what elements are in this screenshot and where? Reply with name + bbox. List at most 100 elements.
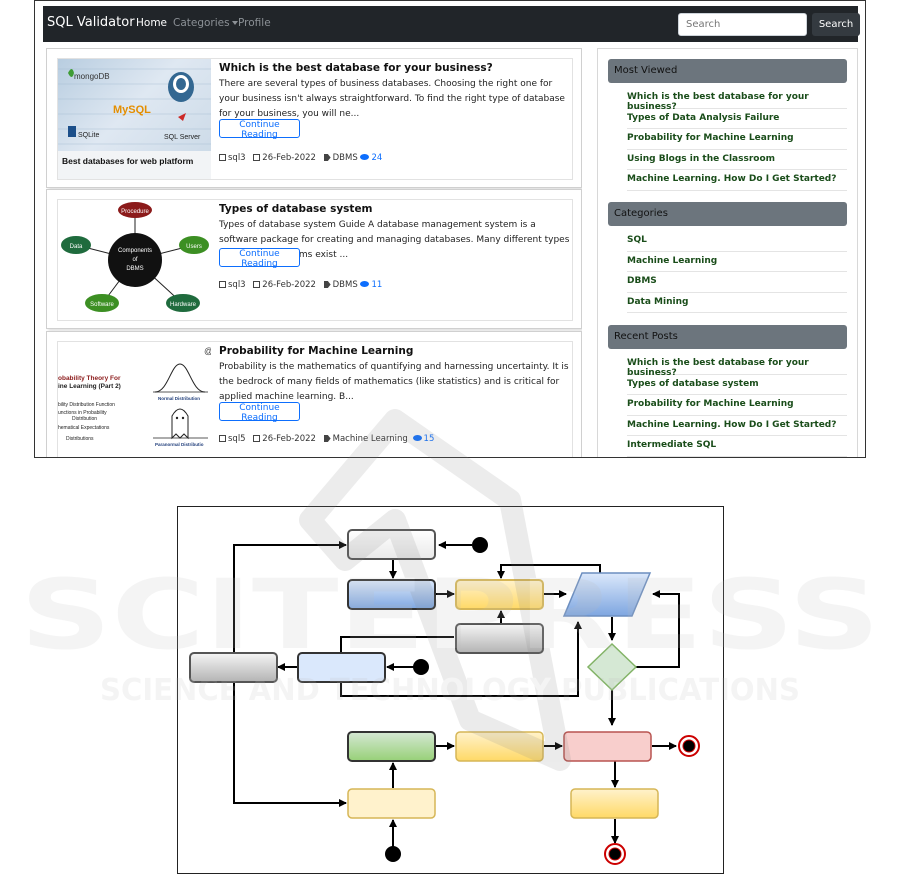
- most-viewed-item[interactable]: Probability for Machine Learning: [627, 129, 847, 150]
- svg-text:Components: Components: [118, 248, 152, 254]
- post-category[interactable]: DBMS: [332, 280, 358, 290]
- svg-text:unctions in Probability: unctions in Probability: [58, 410, 107, 416]
- tag-icon: [323, 154, 331, 161]
- start-node: [472, 537, 488, 553]
- activity-node: [347, 731, 436, 762]
- activity-node: [455, 731, 544, 762]
- start-node: [385, 846, 401, 862]
- recent-post-item[interactable]: Which is the best database for your busi…: [627, 354, 847, 378]
- nav-categories-dropdown[interactable]: Categories: [173, 17, 238, 29]
- post-card: obability Theory For ine Learning (Part …: [46, 331, 582, 457]
- probability-theory-graphic: obability Theory For ine Learning (Part …: [58, 346, 211, 447]
- svg-text:ine Learning (Part 2): ine Learning (Part 2): [58, 383, 121, 390]
- post-thumbnail[interactable]: mongoDB MySQL SQLite SQL Server Best dat…: [58, 59, 211, 179]
- svg-text:Distribution: Distribution: [72, 416, 97, 422]
- most-viewed-item[interactable]: Using Blogs in the Classroom: [627, 150, 847, 170]
- activity-node: [347, 529, 436, 560]
- most-viewed-item[interactable]: Types of Data Analysis Failure: [627, 109, 847, 129]
- post-views: 24: [371, 153, 383, 163]
- post-title[interactable]: Types of database system: [219, 203, 373, 215]
- continue-reading-button[interactable]: Continue Reading: [219, 248, 300, 269]
- post-thumbnail[interactable]: Procedure Data Users Software Hardware C…: [58, 200, 211, 320]
- category-item[interactable]: DBMS: [627, 272, 847, 293]
- post-category[interactable]: DBMS: [332, 153, 358, 163]
- post-title[interactable]: Probability for Machine Learning: [219, 345, 414, 357]
- svg-text:Software: Software: [90, 302, 114, 308]
- activity-node: [347, 579, 436, 610]
- svg-text:Best databases for web platfor: Best databases for web platform: [62, 156, 194, 166]
- post-card-body: mongoDB MySQL SQLite SQL Server Best dat…: [57, 58, 573, 180]
- post-date: 26-Feb-2022: [262, 434, 316, 444]
- search-input[interactable]: [678, 13, 807, 36]
- calendar-icon: [253, 435, 261, 442]
- post-date: 26-Feb-2022: [262, 153, 316, 163]
- start-node: [413, 659, 429, 675]
- end-node-core: [608, 847, 622, 861]
- tag-icon: [323, 435, 331, 442]
- post-card-body: Procedure Data Users Software Hardware C…: [57, 199, 573, 321]
- svg-text:Data: Data: [70, 244, 83, 250]
- post-author: sql3: [228, 153, 246, 163]
- category-item[interactable]: Data Mining: [627, 293, 847, 313]
- activity-node: [347, 788, 436, 819]
- post-thumbnail[interactable]: obability Theory For ine Learning (Part …: [58, 342, 211, 457]
- activity-diagram: [177, 506, 724, 874]
- sidebar: Most Viewed Which is the best database f…: [597, 48, 858, 457]
- svg-text:SQL Server: SQL Server: [164, 134, 201, 141]
- activity-node: [570, 788, 659, 819]
- brand-logo[interactable]: SQL Validator: [47, 15, 135, 30]
- database-logos-graphic: mongoDB MySQL SQLite SQL Server Best dat…: [58, 68, 211, 179]
- recent-post-item[interactable]: Probability for Machine Learning: [627, 395, 847, 416]
- svg-text:obability Theory For: obability Theory For: [58, 375, 121, 382]
- svg-text:of: of: [132, 257, 137, 263]
- activity-node: [562, 572, 652, 617]
- svg-text:@: @: [204, 346, 211, 356]
- top-navbar: SQL Validator Home Categories Profile Se…: [43, 6, 860, 42]
- svg-text:Normal Distribution: Normal Distribution: [158, 396, 200, 401]
- post-category[interactable]: Machine Learning: [332, 434, 408, 444]
- svg-text:MySQL: MySQL: [113, 104, 151, 116]
- search-button[interactable]: Search: [812, 13, 860, 36]
- eye-icon: [360, 281, 370, 287]
- recent-post-item[interactable]: Types of database system: [627, 375, 847, 395]
- recent-post-item[interactable]: Intermediate SQL: [627, 436, 847, 457]
- post-meta: sql5 26-Feb-2022 Machine Learning 15: [219, 434, 434, 444]
- post-title[interactable]: Which is the best database for your busi…: [219, 62, 493, 74]
- post-date: 26-Feb-2022: [262, 280, 316, 290]
- post-meta: sql3 26-Feb-2022 DBMS 11: [219, 280, 382, 290]
- activity-node: [189, 652, 278, 683]
- decision-node: [586, 642, 638, 692]
- nav-categories-label: Categories: [173, 17, 230, 29]
- most-viewed-item[interactable]: Machine Learning. How Do I Get Started?: [627, 170, 847, 191]
- category-item[interactable]: Machine Learning: [627, 252, 847, 272]
- svg-text:DBMS: DBMS: [126, 266, 143, 272]
- post-author: sql5: [228, 434, 246, 444]
- svg-text:bility Distribution Function: bility Distribution Function: [58, 402, 115, 408]
- post-feed: mongoDB MySQL SQLite SQL Server Best dat…: [46, 48, 582, 457]
- nav-home-link[interactable]: Home: [136, 17, 168, 29]
- edit-icon: [219, 154, 226, 161]
- end-node-core: [682, 739, 696, 753]
- category-item[interactable]: SQL: [627, 231, 847, 252]
- edit-icon: [219, 435, 226, 442]
- post-excerpt: Probability is the mathematics of quanti…: [219, 362, 569, 402]
- calendar-icon: [253, 154, 261, 161]
- website-screenshot: SQL Validator Home Categories Profile Se…: [34, 0, 866, 458]
- most-viewed-item[interactable]: Which is the best database for your busi…: [627, 88, 847, 112]
- nav-profile-link[interactable]: Profile: [238, 17, 271, 29]
- continue-reading-button[interactable]: Continue Reading: [219, 402, 300, 423]
- post-card-body: obability Theory For ine Learning (Part …: [57, 341, 573, 457]
- activity-diagram-canvas: [189, 529, 700, 865]
- svg-text:Paranormal Distributio: Paranormal Distributio: [155, 442, 204, 447]
- activity-node: [455, 623, 544, 654]
- post-meta: sql3 26-Feb-2022 DBMS 24: [219, 153, 382, 163]
- chevron-down-icon: [231, 21, 238, 25]
- post-views: 15: [423, 434, 435, 444]
- post-card: Procedure Data Users Software Hardware C…: [46, 189, 582, 329]
- continue-reading-button[interactable]: Continue Reading: [219, 119, 300, 140]
- calendar-icon: [253, 281, 261, 288]
- svg-text:mongoDB: mongoDB: [74, 72, 110, 81]
- svg-text:Users: Users: [186, 244, 202, 250]
- recent-post-item[interactable]: Machine Learning. How Do I Get Started?: [627, 416, 847, 436]
- activity-node: [563, 731, 652, 762]
